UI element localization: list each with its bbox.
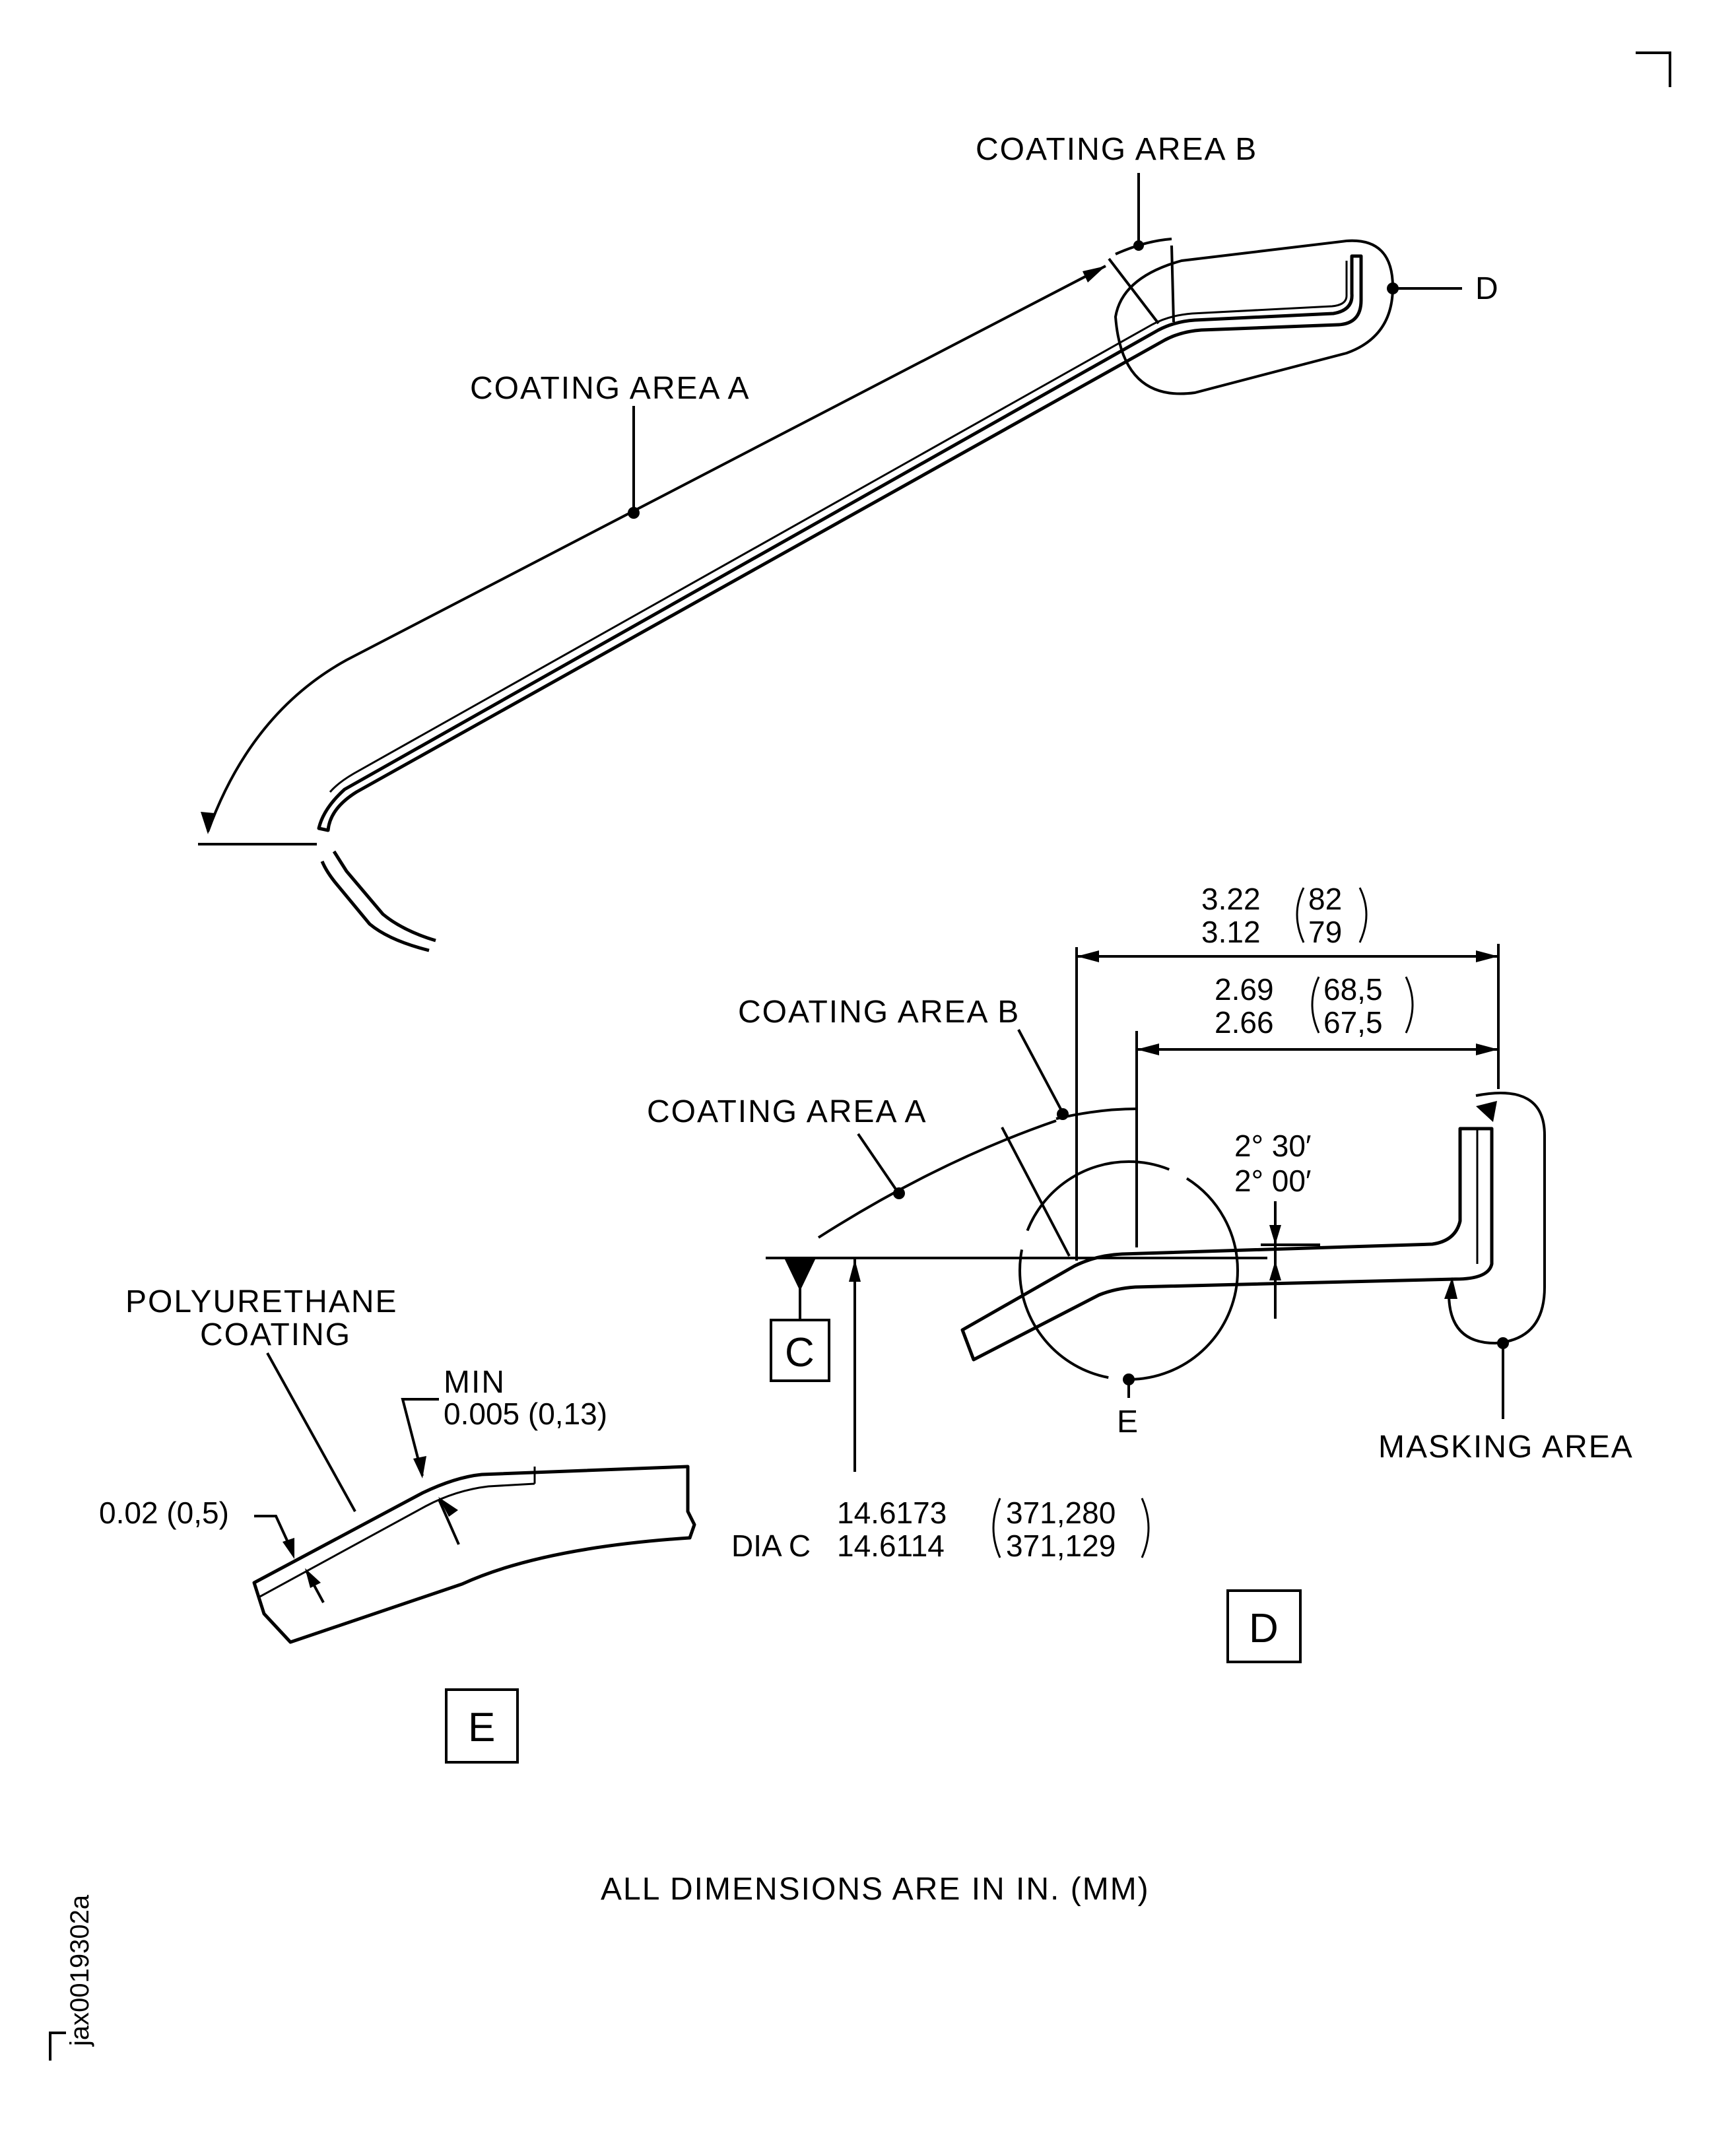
coating-b-witness-1 xyxy=(1108,257,1160,325)
leader-d-coating-a xyxy=(857,1133,899,1193)
arrow-min-lower xyxy=(438,1499,460,1545)
coating-a-witness xyxy=(1001,1127,1071,1257)
arrow-thickness-lower-head xyxy=(305,1568,321,1588)
detail-e-view: POLYURETHANE COATING MIN 0.005 (0,13) 0.… xyxy=(99,1284,696,1764)
coating-area-a-arc xyxy=(207,265,1106,832)
arrowhead-a-top xyxy=(1083,266,1106,282)
label-detail-d: D xyxy=(1475,271,1500,306)
dim-inner-arrow-right xyxy=(1476,1043,1498,1055)
label-coating: COATING xyxy=(200,1317,351,1352)
dim-overall-arrow-left xyxy=(1077,950,1099,962)
detail-d-view: 3.22 82 3.12 79 2.69 68,5 2.66 67,5 COAT… xyxy=(647,882,1634,1663)
angle-arrow-down xyxy=(1269,1225,1281,1245)
arrow-thickness xyxy=(283,1538,294,1559)
paren-left-overall xyxy=(1296,887,1305,943)
dim-inner-upper-mm: 68,5 xyxy=(1323,972,1383,1007)
paren-right-dia xyxy=(1141,1498,1150,1558)
masking-arrow-top xyxy=(1476,1101,1497,1122)
dim-inner-arrow-left xyxy=(1137,1043,1159,1055)
detail-d-part xyxy=(960,1127,1494,1362)
dim-overall-arrow-right xyxy=(1476,950,1498,962)
datum-triangle xyxy=(784,1258,816,1291)
label-min: MIN xyxy=(444,1365,506,1400)
masking-arrow-bottom xyxy=(1444,1277,1457,1299)
dim-overall-upper-mm: 82 xyxy=(1308,882,1342,916)
arrowhead-a-bottom xyxy=(201,812,215,834)
paren-right-inner xyxy=(1405,976,1414,1034)
label-detail-e: E xyxy=(1117,1405,1139,1440)
paren-left-dia xyxy=(992,1498,1001,1558)
view-e-label: E xyxy=(468,1705,495,1750)
strut-lower-segment xyxy=(320,850,436,952)
upper-view: COATING AREA A COATING AREA B D xyxy=(198,132,1500,952)
strut-outline xyxy=(317,254,1363,832)
coating-b-arc xyxy=(1055,1108,1137,1120)
figure-id: jax0019302a xyxy=(65,1894,94,2047)
dim-inner-upper: 2.69 xyxy=(1215,972,1274,1007)
arrow-min-lower-head xyxy=(438,1497,458,1517)
paren-left-inner xyxy=(1311,976,1320,1034)
view-d-label: D xyxy=(1249,1606,1279,1651)
label-polyurethane: POLYURETHANE xyxy=(125,1284,398,1319)
coating-a-arc xyxy=(817,1119,1057,1239)
label-coating-area-a: COATING AREA A xyxy=(470,371,751,406)
label-masking-area: MASKING AREA xyxy=(1378,1430,1634,1465)
masking-area-loop xyxy=(1448,1092,1546,1345)
label-d-coating-area-a: COATING AREA A xyxy=(647,1094,927,1129)
leader-min xyxy=(401,1398,439,1476)
label-coating-area-b: COATING AREA B xyxy=(976,132,1257,167)
arrow-min xyxy=(413,1456,426,1478)
leader-polyurethane xyxy=(266,1352,356,1512)
figure-id-mark xyxy=(49,2032,66,2061)
datum-c-box xyxy=(770,1319,830,1382)
label-thickness: 0.02 (0,5) xyxy=(99,1496,229,1530)
detail-e-coating-line xyxy=(258,1482,535,1599)
dia-lower-mm: 371,129 xyxy=(1006,1529,1116,1563)
leader-thickness xyxy=(254,1515,292,1548)
dimensions-note: ALL DIMENSIONS ARE IN IN. (MM) xyxy=(601,1872,1150,1907)
coating-b-witness-2 xyxy=(1170,245,1175,323)
dim-overall-lower-mm: 79 xyxy=(1308,915,1342,949)
dim-inner-lower-mm: 67,5 xyxy=(1323,1005,1383,1040)
angle-upper: 2° 30′ xyxy=(1234,1129,1312,1163)
dim-overall-lower: 3.12 xyxy=(1201,915,1261,949)
datum-c-label: C xyxy=(785,1330,815,1375)
dia-prefix: DIA C xyxy=(731,1529,811,1563)
dia-lower: 14.6114 xyxy=(837,1529,945,1563)
paren-right-overall xyxy=(1358,887,1368,943)
dia-upper: 14.6173 xyxy=(837,1496,947,1530)
detail-e-circle xyxy=(1018,1160,1239,1381)
leader-d-coating-b xyxy=(1017,1029,1064,1113)
corner-mark xyxy=(1636,51,1671,87)
dia-arrow xyxy=(849,1259,861,1282)
view-e-box xyxy=(445,1688,519,1764)
label-min-thickness: 0.005 (0,13) xyxy=(444,1397,607,1431)
angle-arrow-up xyxy=(1269,1261,1281,1280)
angle-lower: 2° 00′ xyxy=(1234,1164,1312,1198)
detail-e-part xyxy=(252,1465,696,1644)
coating-area-b-arc xyxy=(1115,238,1172,255)
dim-overall-upper: 3.22 xyxy=(1201,882,1261,916)
label-d-coating-area-b: COATING AREA B xyxy=(738,995,1020,1030)
dia-upper-mm: 371,280 xyxy=(1006,1496,1116,1530)
dim-inner-lower: 2.66 xyxy=(1215,1005,1274,1040)
view-d-box xyxy=(1226,1589,1302,1663)
